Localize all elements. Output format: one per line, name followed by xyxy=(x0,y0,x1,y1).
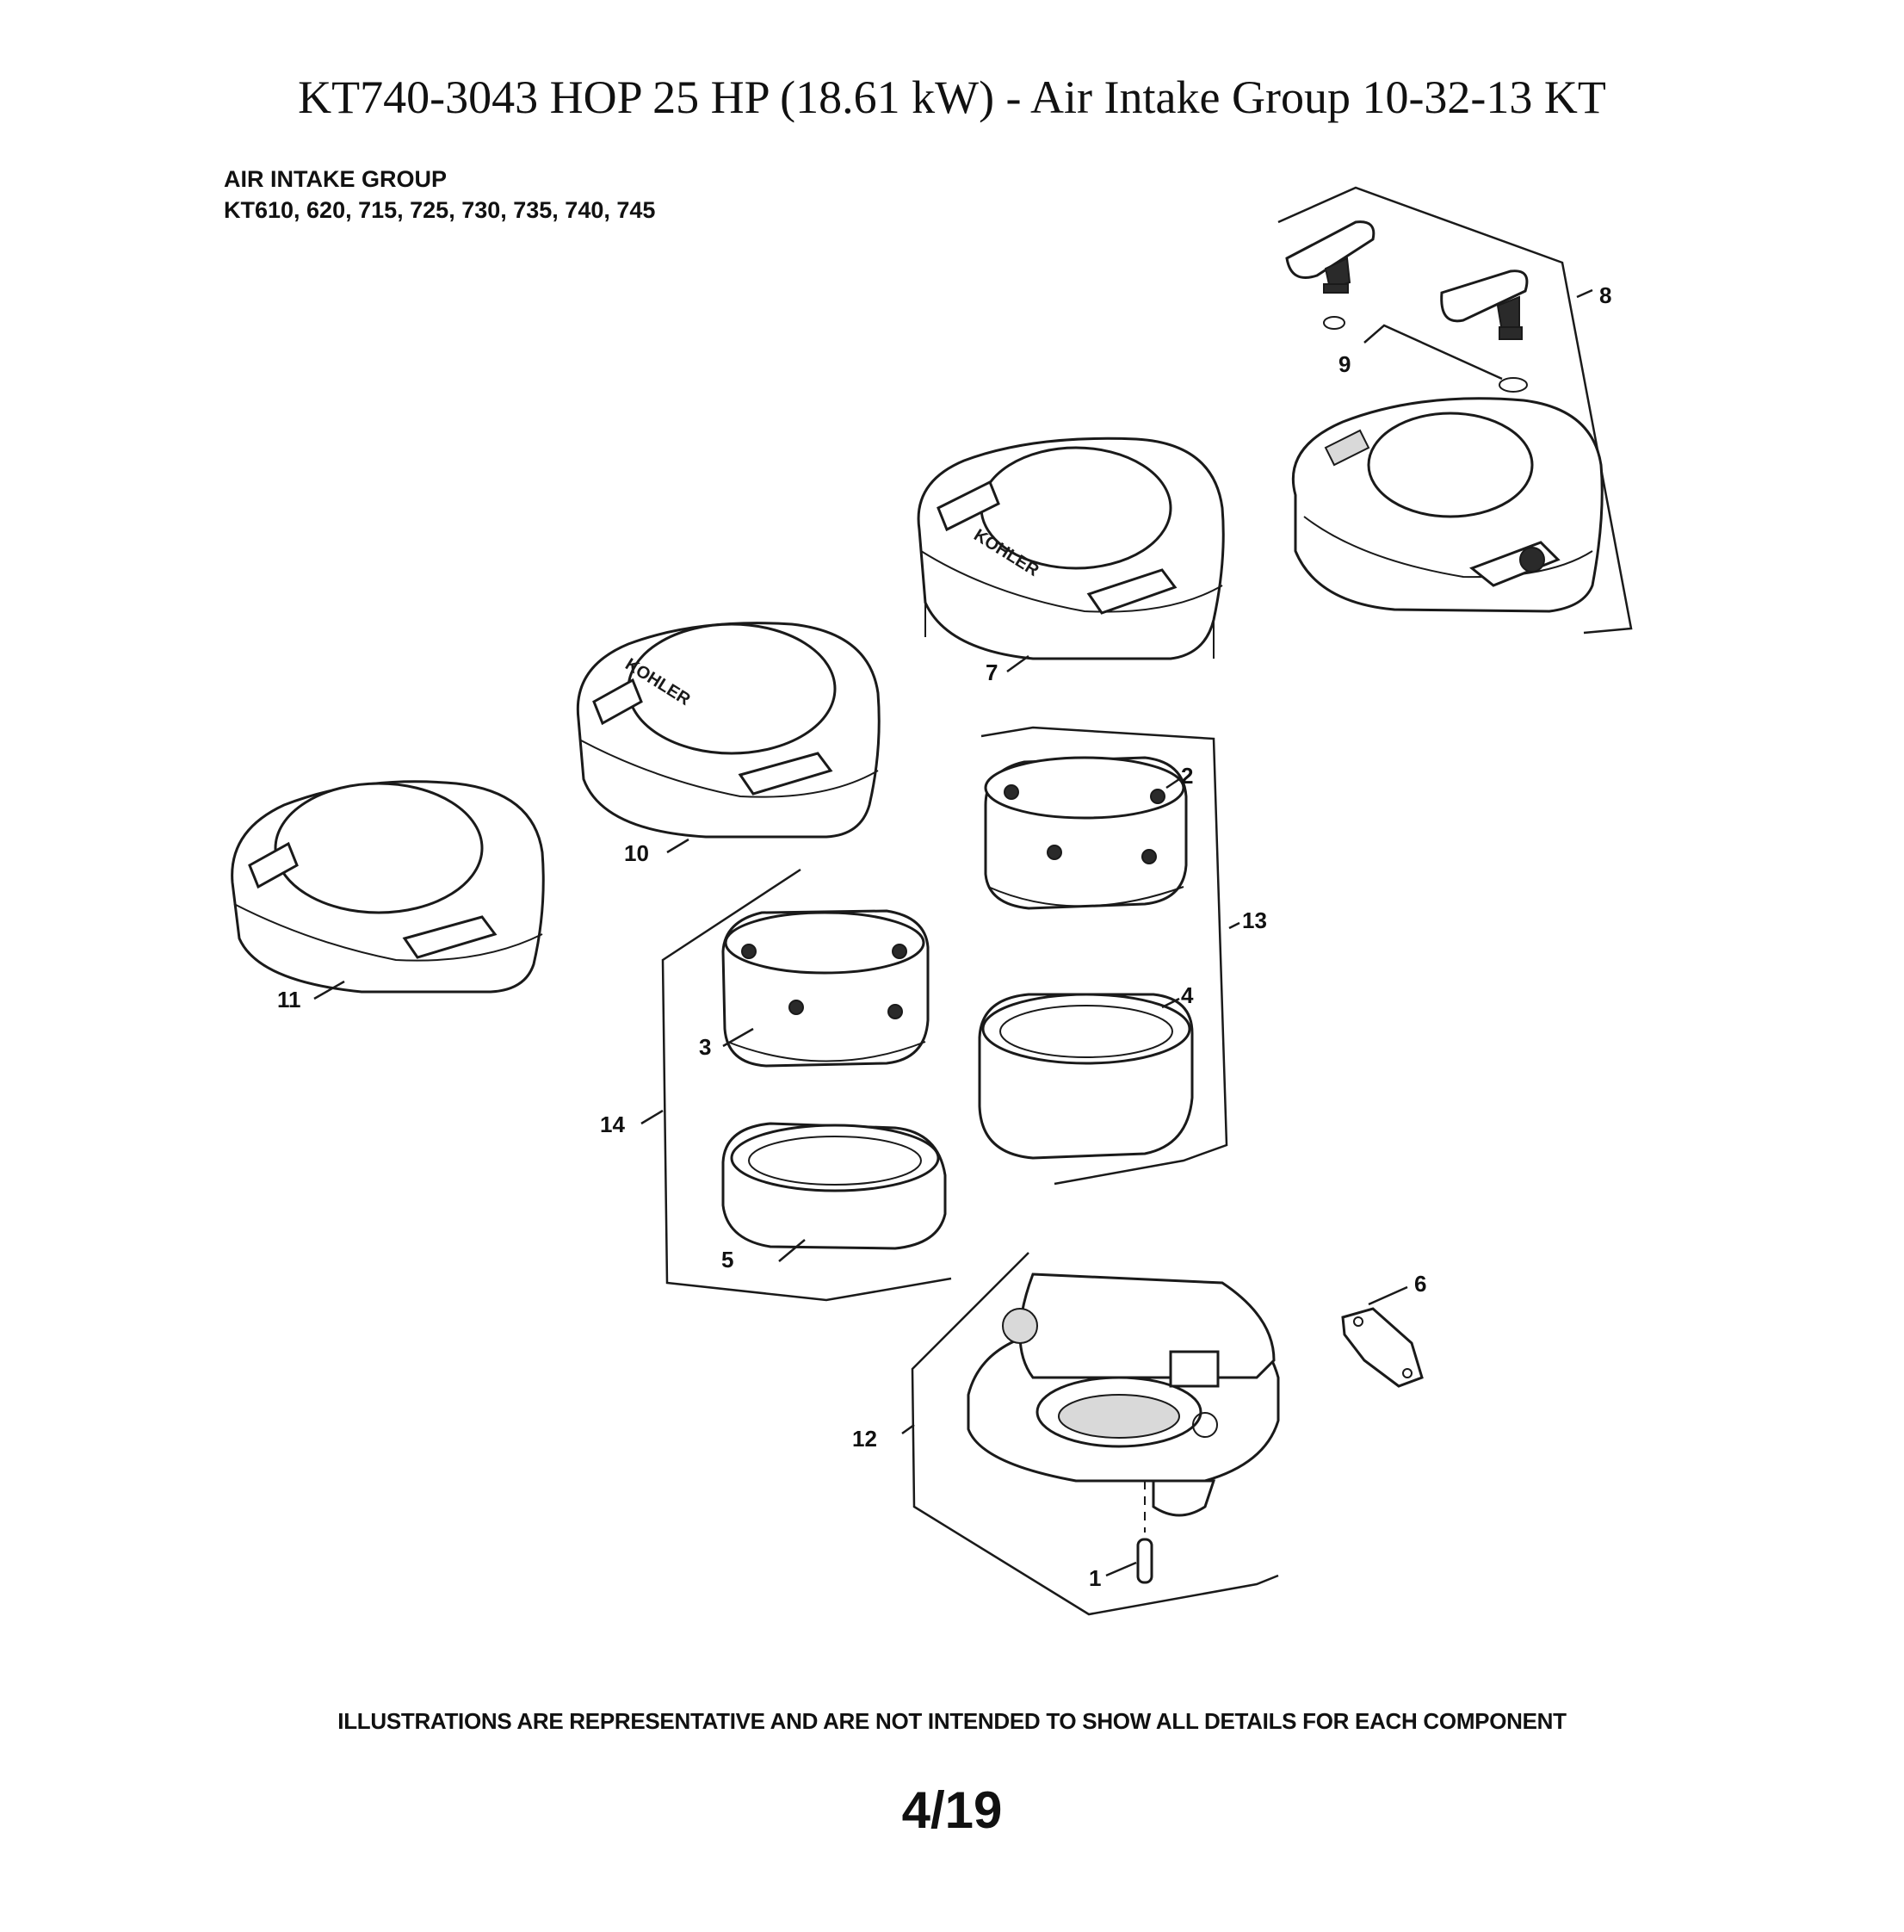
callout-13: 13 xyxy=(1242,907,1267,933)
part-1-pin xyxy=(1136,1538,1153,1584)
callout-2: 2 xyxy=(1181,763,1193,789)
callout-14: 14 xyxy=(600,1112,625,1137)
part-6-gasket xyxy=(1341,1307,1424,1388)
part-5-precleaner xyxy=(721,1122,947,1250)
page-title: KT740-3043 HOP 25 HP (18.61 kW) - Air In… xyxy=(298,71,1606,123)
callout-5: 5 xyxy=(721,1247,733,1273)
leader-lines xyxy=(313,288,1593,1577)
callout-9: 9 xyxy=(1338,351,1351,377)
part-11-cover xyxy=(231,780,545,994)
part-2-filter-element xyxy=(980,726,1228,1186)
bracket-13 xyxy=(980,726,1228,1186)
callout-3: 3 xyxy=(699,1034,711,1060)
disclaimer: ILLUSTRATIONS ARE REPRESENTATIVE AND ARE… xyxy=(337,1708,1567,1734)
knob-left xyxy=(1285,220,1375,294)
part-3-filter-element xyxy=(661,868,952,1302)
knob-right xyxy=(1440,269,1529,340)
part-8-knob-assembly xyxy=(1277,186,1633,635)
group-heading: AIR INTAKE GROUP KT610, 620, 715, 725, 7… xyxy=(224,164,655,226)
callout-12: 12 xyxy=(852,1426,877,1452)
part-10-cover: KOHLER xyxy=(576,622,881,839)
bracket-12 xyxy=(911,1252,1279,1616)
bracket-8 xyxy=(1277,186,1633,635)
callout-1: 1 xyxy=(1089,1565,1101,1591)
washer-right xyxy=(1499,377,1528,393)
group-name: AIR INTAKE GROUP xyxy=(224,166,448,192)
page-number: 4/19 xyxy=(901,1781,1003,1839)
callout-11: 11 xyxy=(277,987,301,1012)
callout-6: 6 xyxy=(1414,1271,1426,1297)
callout-10: 10 xyxy=(624,840,649,866)
bracket-14 xyxy=(661,868,952,1302)
part-12-base xyxy=(911,1252,1280,1616)
model-list: KT610, 620, 715, 725, 730, 735, 740, 745 xyxy=(224,197,656,223)
part-4-precleaner xyxy=(978,993,1194,1160)
callout-7: 7 xyxy=(986,659,998,685)
washer-left xyxy=(1323,316,1345,330)
callout-8: 8 xyxy=(1599,282,1611,308)
part-7-cover: KOHLER xyxy=(917,437,1225,660)
callout-4: 4 xyxy=(1181,982,1194,1008)
cover-top-right xyxy=(1291,397,1604,613)
